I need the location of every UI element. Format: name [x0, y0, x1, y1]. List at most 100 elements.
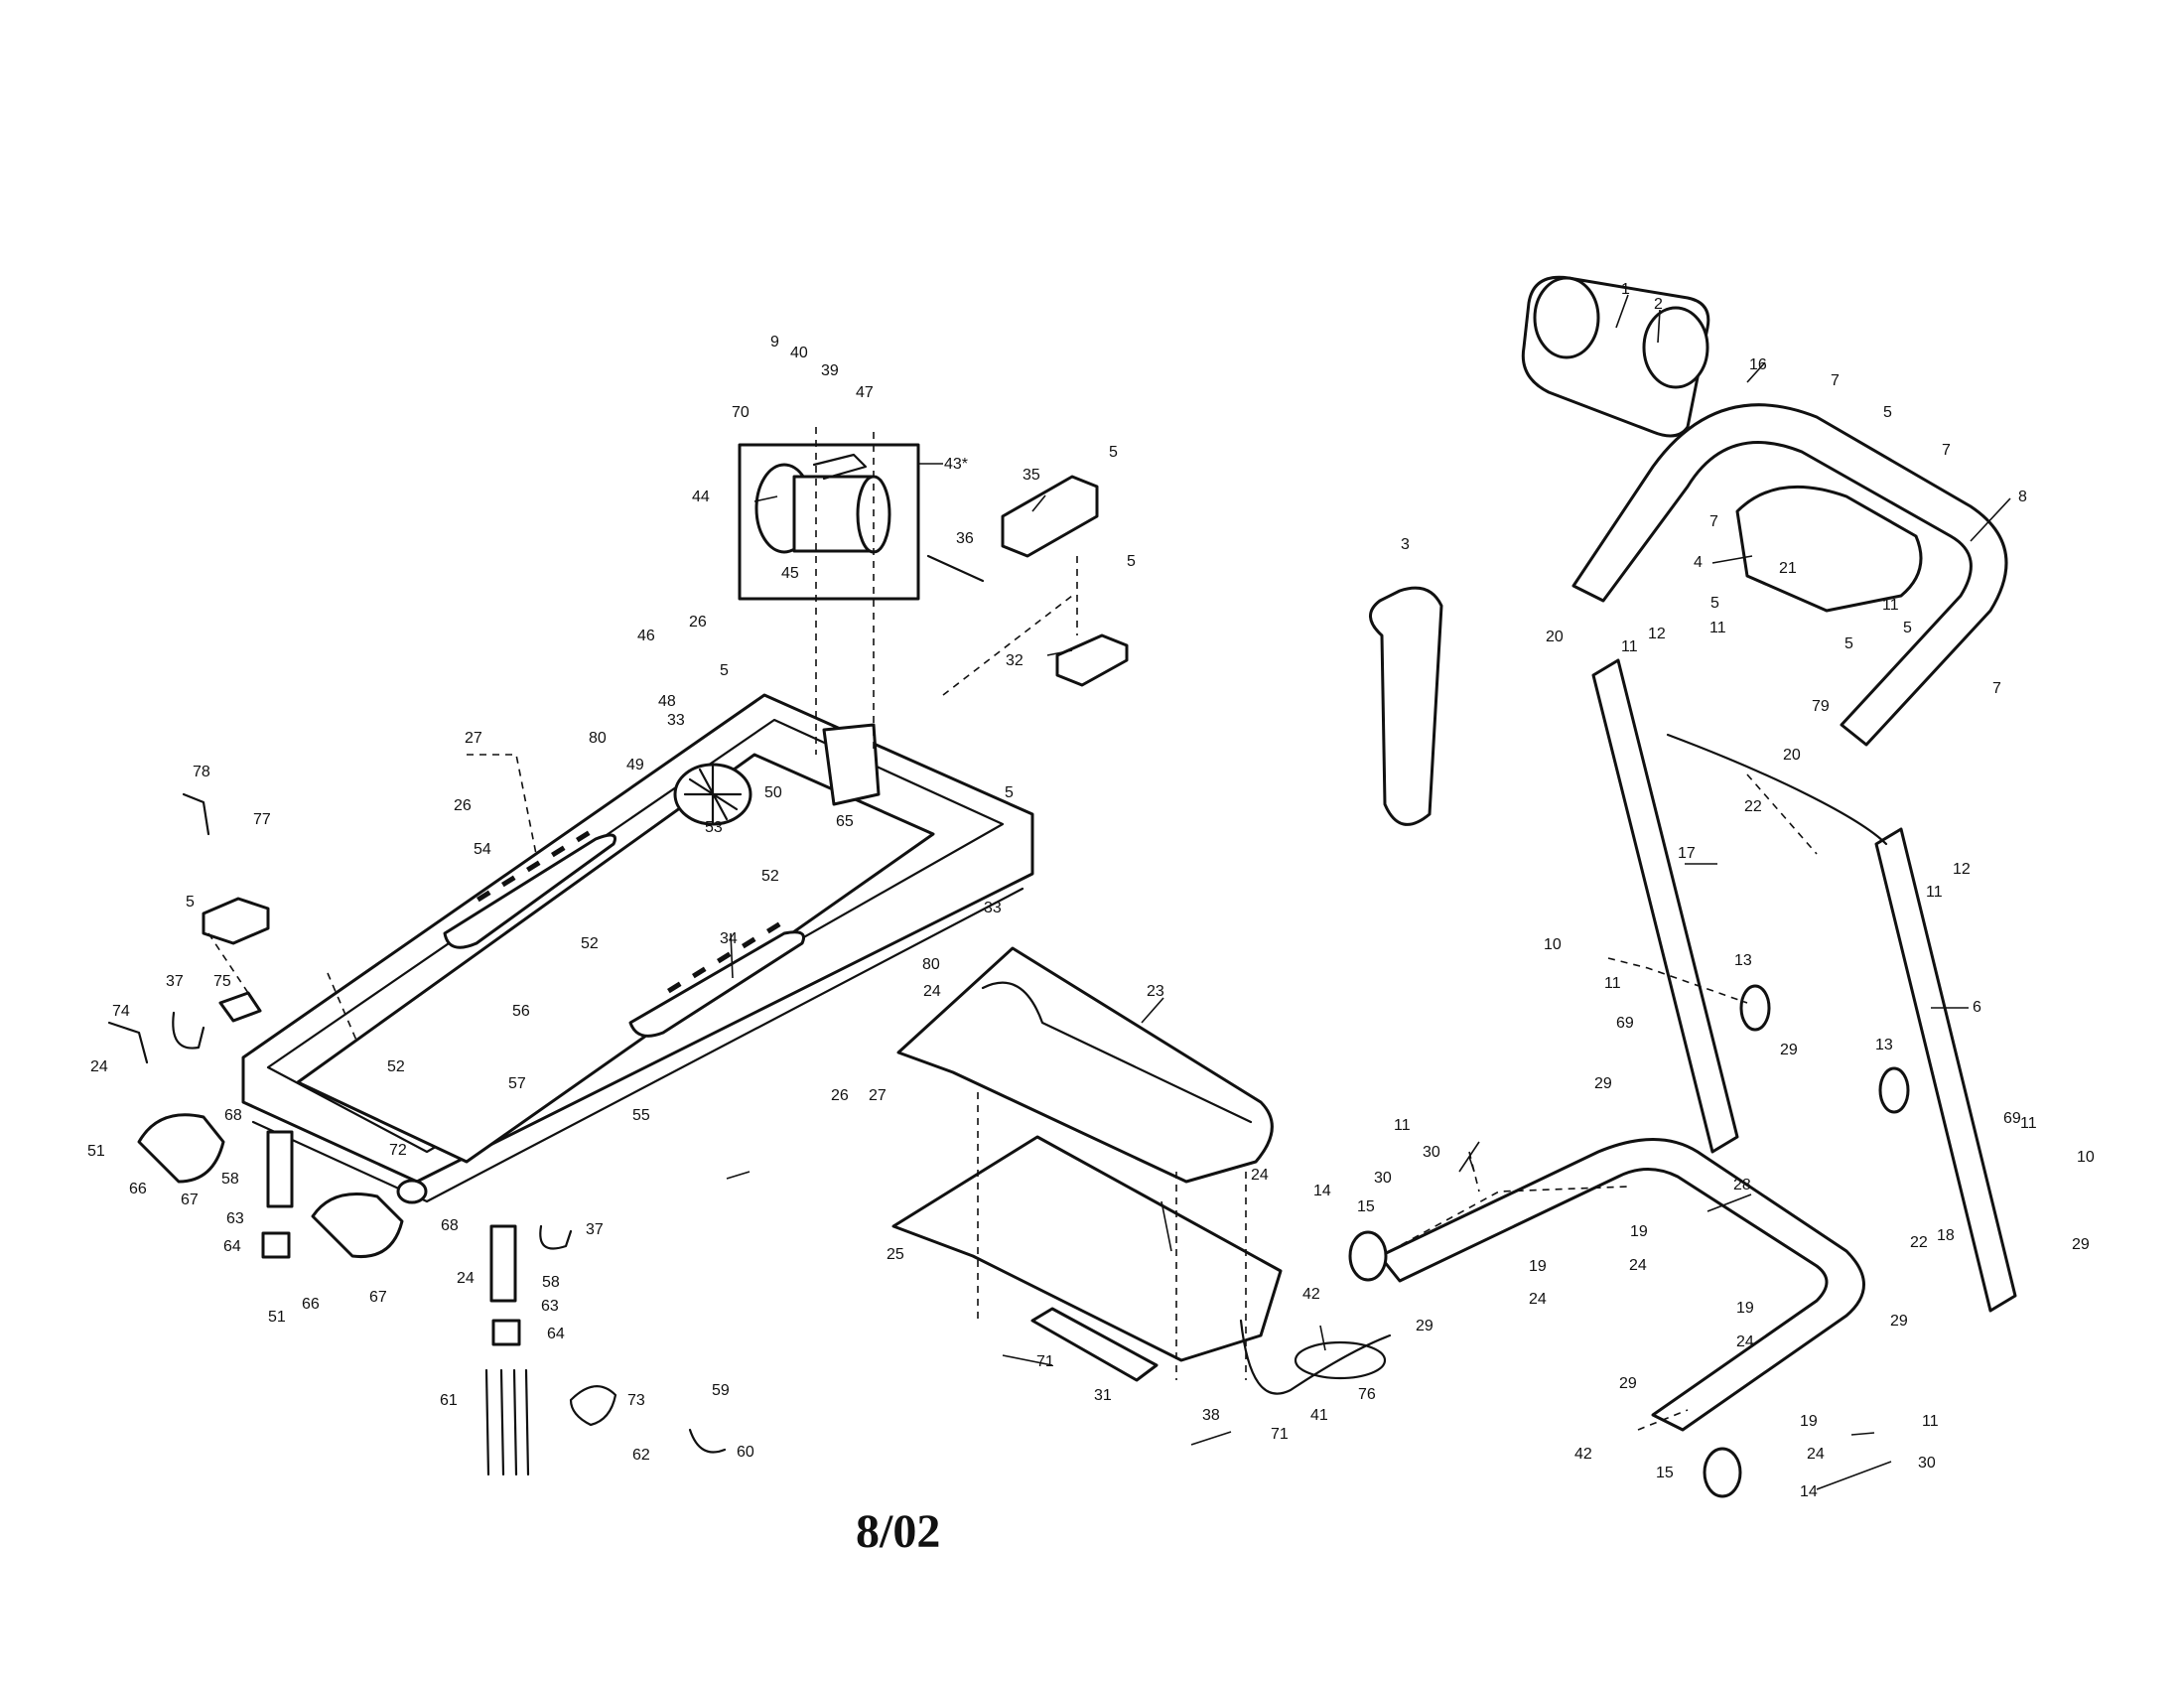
callout-11: 11 [1709, 620, 1726, 636]
callout-58: 58 [542, 1274, 560, 1291]
callout-7: 7 [1942, 442, 1951, 459]
bracket-35 [1001, 475, 1099, 558]
leader-lines [726, 294, 2011, 1490]
cable-ties-61 [484, 1368, 530, 1476]
callout-61: 61 [440, 1392, 458, 1409]
callout-55: 55 [632, 1107, 650, 1124]
callout-63: 63 [226, 1210, 244, 1227]
callout-5: 5 [720, 662, 729, 679]
callout-66: 66 [129, 1181, 147, 1197]
callout-29: 29 [2072, 1236, 2090, 1253]
date-stamp: 8/02 [856, 1505, 940, 1558]
callout-73: 73 [627, 1392, 645, 1409]
callout-9: 9 [770, 334, 779, 351]
callout-11: 11 [1922, 1413, 1939, 1430]
callout-47: 47 [856, 384, 874, 401]
callout-18: 18 [1937, 1227, 1955, 1244]
callout-6: 6 [1973, 999, 1981, 1016]
frame-assembly [241, 693, 1034, 1204]
callout-70: 70 [732, 404, 750, 421]
power-cord [1239, 1319, 1392, 1395]
handlebar [1571, 403, 2008, 747]
callout-31: 31 [1094, 1387, 1112, 1404]
callout-24: 24 [90, 1058, 108, 1075]
pulley-53-fins [683, 765, 743, 824]
callout-10: 10 [1544, 936, 1562, 953]
callout-58: 58 [221, 1171, 239, 1188]
callout-30: 30 [1423, 1144, 1440, 1161]
callout-46: 46 [637, 628, 655, 644]
callout-67: 67 [369, 1289, 387, 1306]
callout-30: 30 [1374, 1170, 1392, 1187]
callout-54: 54 [474, 841, 491, 858]
motor-hood-ridge [981, 981, 1253, 1124]
callout-3: 3 [1401, 536, 1410, 553]
callout-45: 45 [781, 565, 799, 582]
callout-36: 36 [956, 530, 974, 547]
callout-19: 19 [1630, 1223, 1648, 1240]
callout-17: 17 [1678, 845, 1696, 862]
callout-66: 66 [302, 1296, 320, 1313]
callout-33: 33 [984, 900, 1002, 916]
assembly-guides [207, 427, 1818, 1431]
callout-10: 10 [2077, 1149, 2095, 1166]
callout-49: 49 [626, 757, 644, 773]
callout-11: 11 [2020, 1115, 2037, 1132]
callout-1: 1 [1621, 281, 1630, 298]
callout-19: 19 [1736, 1300, 1754, 1317]
motor-mount [822, 723, 881, 806]
callout-11: 11 [1604, 975, 1621, 992]
hook-37-right [539, 1224, 573, 1250]
callout-29: 29 [1890, 1313, 1908, 1330]
callout-79: 79 [1812, 698, 1830, 715]
callout-24: 24 [1529, 1291, 1547, 1308]
callout-24: 24 [1736, 1333, 1754, 1350]
callout-21: 21 [1779, 560, 1797, 577]
callout-28: 28 [1733, 1177, 1751, 1193]
callout-29: 29 [1780, 1042, 1798, 1058]
callout-5: 5 [1844, 635, 1853, 652]
callout-69: 69 [1616, 1015, 1634, 1032]
bolt-36 [926, 554, 985, 583]
callout-15: 15 [1656, 1465, 1674, 1481]
callout-11: 11 [1926, 884, 1943, 901]
callout-4: 4 [1694, 554, 1703, 571]
callout-12: 12 [1648, 626, 1666, 642]
foot-rail-left-slots [477, 830, 591, 903]
callout-12: 12 [1953, 861, 1971, 878]
callout-51: 51 [87, 1143, 105, 1160]
callout-37: 37 [586, 1221, 604, 1238]
upright-17 [1591, 658, 1739, 1154]
pad-67-right [311, 1193, 404, 1259]
callout-41: 41 [1310, 1407, 1328, 1424]
callout-74: 74 [112, 1003, 130, 1020]
callout-24: 24 [1629, 1257, 1647, 1274]
callout-5: 5 [1883, 404, 1892, 421]
callout-7: 7 [1831, 372, 1840, 389]
upright-assembly [1348, 275, 2017, 1498]
callout-71: 71 [1271, 1426, 1289, 1443]
callout-5: 5 [1127, 553, 1136, 570]
callout-5: 5 [1109, 444, 1118, 461]
roller-13-left [1739, 984, 1771, 1032]
callout-76: 76 [1358, 1386, 1376, 1403]
hook-37-left [172, 1011, 205, 1050]
label-75 [218, 991, 262, 1023]
callout-2: 2 [1654, 296, 1663, 313]
motor-bracket-top [812, 453, 868, 481]
callout-33: 33 [667, 712, 685, 729]
callout-13: 13 [1734, 952, 1752, 969]
callout-72: 72 [389, 1142, 407, 1159]
callout-32: 32 [1006, 652, 1024, 669]
callout-labels: 1 2 16 7 5 7 8 7 4 21 5 11 5 11 5 20 11 … [87, 281, 2095, 1500]
callout-53: 53 [705, 819, 723, 836]
callout-5: 5 [1903, 620, 1912, 636]
hood-base [891, 1135, 1283, 1362]
leveler-58-right [489, 1224, 517, 1303]
callout-15: 15 [1357, 1198, 1375, 1215]
wire-harness-22 [1666, 733, 1888, 846]
loose-hardware [107, 792, 727, 1476]
front-roller [396, 1179, 428, 1204]
callout-77: 77 [253, 811, 271, 828]
callout-67: 67 [181, 1192, 199, 1208]
